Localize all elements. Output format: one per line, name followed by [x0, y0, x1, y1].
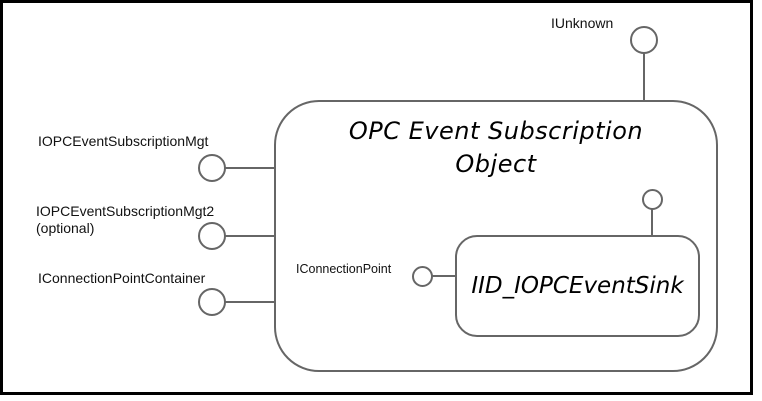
iid-iopceventsink-box: IID_IOPCEventSink — [455, 235, 700, 337]
connector-stem-eventsink — [651, 209, 653, 235]
diagram-frame — [0, 0, 753, 395]
connector-line-iopceventsubscriptionmgt2 — [224, 235, 274, 237]
lollipop-circle-iconnectionpoint-icon — [412, 266, 433, 287]
connector-stem-iunknown — [643, 52, 645, 100]
lollipop-circle-iopceventsubscriptionmgt2-icon — [198, 222, 226, 250]
interface-label-iunknown: IUnknown — [551, 15, 614, 31]
interface-label-iopceventsubscriptionmgt2: IOPCEventSubscriptionMgt2 (optional) — [36, 203, 214, 237]
interface-label-iopceventsubscriptionmgt2-line2: (optional) — [36, 220, 95, 236]
connector-line-iconnectionpoint — [432, 275, 455, 277]
interface-label-iconnectionpoint: IConnectionPoint — [296, 262, 392, 276]
object-title-line1: OPC Event Subscription — [348, 117, 644, 145]
interface-label-iopceventsubscriptionmgt: IOPCEventSubscriptionMgt — [38, 133, 209, 149]
lollipop-circle-iopceventsubscriptionmgt-icon — [198, 154, 226, 182]
connector-line-iopceventsubscriptionmgt — [224, 167, 274, 169]
lollipop-circle-iunknown-icon — [630, 26, 658, 54]
lollipop-circle-eventsink-icon — [642, 189, 663, 210]
interface-label-iopceventsubscriptionmgt2-line1: IOPCEventSubscriptionMgt2 — [36, 203, 215, 219]
interface-label-iconnectionpointcontainer: IConnectionPointContainer — [38, 270, 206, 286]
object-title-line2: Object — [455, 150, 537, 178]
inner-box-label: IID_IOPCEventSink — [471, 273, 684, 299]
connector-line-iconnectionpointcontainer — [224, 301, 274, 303]
lollipop-circle-iconnectionpointcontainer-icon — [198, 288, 226, 316]
object-title: OPC Event Subscription Object — [276, 115, 716, 181]
